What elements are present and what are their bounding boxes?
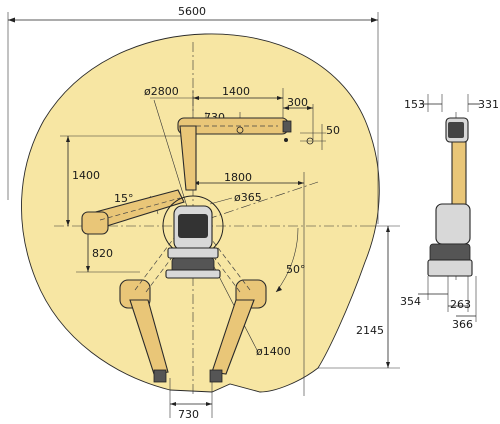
total-width-label: 5600 <box>178 5 206 18</box>
upper-vertical-dimension: 1400 <box>60 135 190 226</box>
side-top-left-label: 153 <box>404 98 425 111</box>
side-bottom-c-label: 366 <box>452 318 473 331</box>
reach-diameter-label: ø2800 <box>144 85 179 98</box>
total-height-label: 2145 <box>356 324 384 337</box>
bottom-width-label: 730 <box>178 408 199 421</box>
upper-horizontal-label: 1400 <box>222 85 250 98</box>
robot-base <box>162 195 224 279</box>
mid-horizontal-dimension: 1800 <box>193 171 305 396</box>
upper-offset-label: 300 <box>287 96 308 109</box>
side-bottom-b-label: 263 <box>450 298 471 311</box>
upper-vertical-label: 1400 <box>72 169 100 182</box>
lower-reach-label: ø1400 <box>256 345 291 358</box>
bottom-width-dimension: 730 <box>169 378 213 421</box>
robot-arm-upper-pose <box>177 117 314 191</box>
total-width-dimension: 5600 <box>7 5 379 224</box>
side-bottom-a-label: 354 <box>400 295 421 308</box>
large-angle-label: 50° <box>286 263 306 276</box>
side-top-right-label: 331 <box>478 98 499 111</box>
mid-horizontal-label: 1800 <box>224 171 252 184</box>
robot-arm-lower-left-pose <box>119 229 189 383</box>
lower-vertical-label: 820 <box>92 247 113 260</box>
base-diameter-label: ø365 <box>234 191 262 204</box>
wrist-offset-label: 50 <box>326 124 340 137</box>
small-angle-label: 15° <box>114 192 134 205</box>
side-view: 153 331 354 263 366 <box>400 94 499 331</box>
total-height-dimension: 2145 <box>318 225 400 369</box>
robot-arm-left-pose <box>81 189 185 235</box>
